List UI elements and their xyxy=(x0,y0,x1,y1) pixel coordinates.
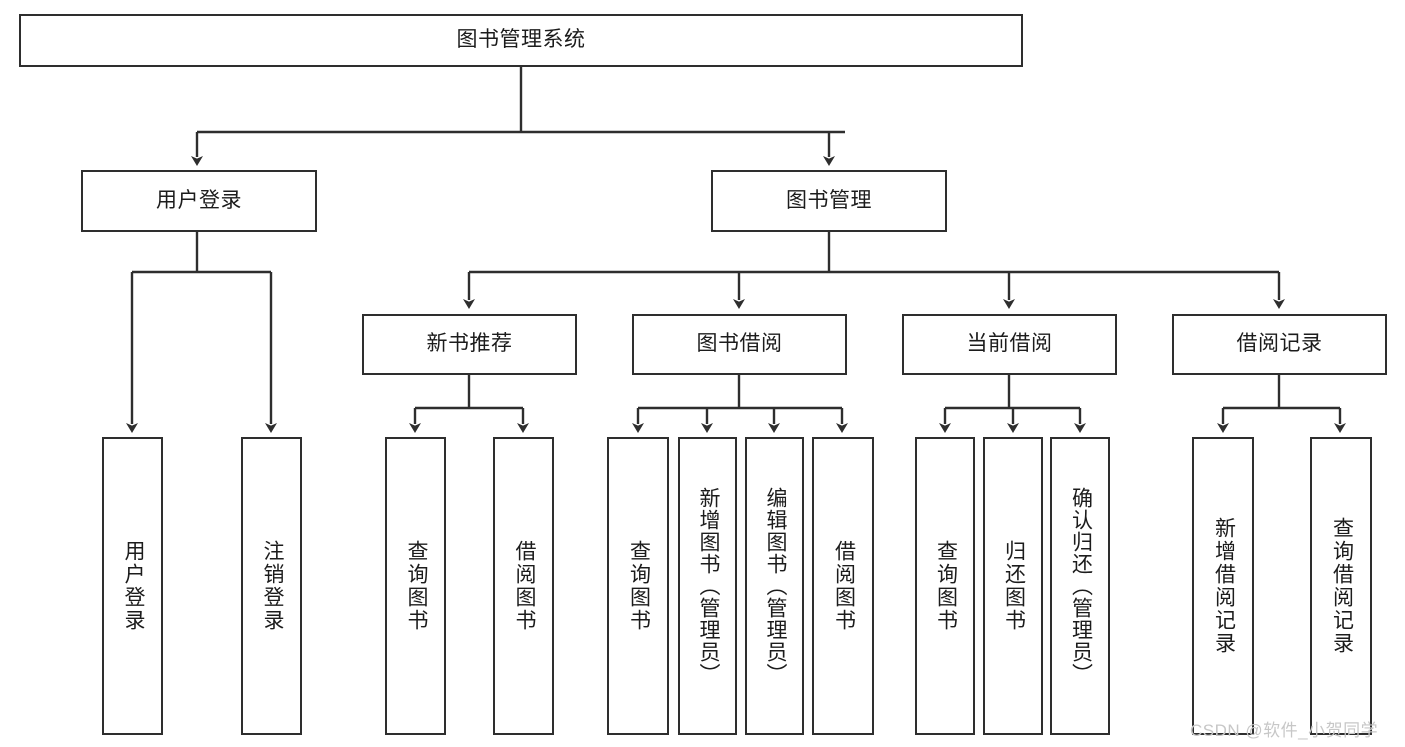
leaf-add-record[interactable]: 新增借阅记录 xyxy=(1192,437,1254,735)
node-current-borrow-label: 当前借阅 xyxy=(966,332,1053,356)
node-new-book-recommend-label: 新书推荐 xyxy=(426,332,513,356)
leaf-query-book-1-label: 查询图书 xyxy=(404,540,428,632)
leaf-user-login[interactable]: 用户登录 xyxy=(102,437,163,735)
leaf-borrow-book-1-label: 借阅图书 xyxy=(512,540,536,632)
leaf-add-book[interactable]: 新增图书（管理员） xyxy=(678,437,737,735)
node-book-management[interactable]: 图书管理 xyxy=(711,170,947,232)
leaf-user-logout-label: 注销登录 xyxy=(260,540,284,632)
leaf-confirm-return[interactable]: 确认归还（管理员） xyxy=(1050,437,1110,735)
leaf-query-book-2[interactable]: 查询图书 xyxy=(607,437,669,735)
node-root[interactable]: 图书管理系统 xyxy=(19,14,1023,67)
leaf-add-book-label: 新增图书（管理员） xyxy=(696,487,720,685)
node-root-label: 图书管理系统 xyxy=(456,28,586,52)
leaf-add-record-label: 新增借阅记录 xyxy=(1212,517,1236,655)
leaf-query-book-2-label: 查询图书 xyxy=(627,540,651,632)
leaf-borrow-book-2[interactable]: 借阅图书 xyxy=(812,437,874,735)
leaf-edit-book-label: 编辑图书（管理员） xyxy=(763,487,787,685)
node-book-management-label: 图书管理 xyxy=(786,188,872,212)
node-user-login[interactable]: 用户登录 xyxy=(81,170,317,232)
leaf-return-book[interactable]: 归还图书 xyxy=(983,437,1043,735)
node-borrow-record-label: 借阅记录 xyxy=(1236,332,1323,356)
leaf-query-book-3[interactable]: 查询图书 xyxy=(915,437,975,735)
node-book-borrow[interactable]: 图书借阅 xyxy=(632,314,847,375)
leaf-return-book-label: 归还图书 xyxy=(1002,540,1026,632)
leaf-query-record[interactable]: 查询借阅记录 xyxy=(1310,437,1372,735)
leaf-user-login-label: 用户登录 xyxy=(121,540,145,632)
leaf-borrow-book-1[interactable]: 借阅图书 xyxy=(493,437,554,735)
leaf-borrow-book-2-label: 借阅图书 xyxy=(832,540,856,632)
leaf-edit-book[interactable]: 编辑图书（管理员） xyxy=(745,437,804,735)
node-current-borrow[interactable]: 当前借阅 xyxy=(902,314,1117,375)
node-book-borrow-label: 图书借阅 xyxy=(696,332,783,356)
watermark-text: CSDN @软件_小贺同学 xyxy=(1190,721,1379,740)
leaf-query-book-1[interactable]: 查询图书 xyxy=(385,437,446,735)
leaf-confirm-return-label: 确认归还（管理员） xyxy=(1069,487,1093,685)
leaf-user-logout[interactable]: 注销登录 xyxy=(241,437,302,735)
node-new-book-recommend[interactable]: 新书推荐 xyxy=(362,314,577,375)
leaf-query-record-label: 查询借阅记录 xyxy=(1330,517,1354,655)
node-borrow-record[interactable]: 借阅记录 xyxy=(1172,314,1387,375)
leaf-query-book-3-label: 查询图书 xyxy=(934,540,958,632)
node-user-login-label: 用户登录 xyxy=(156,188,242,212)
